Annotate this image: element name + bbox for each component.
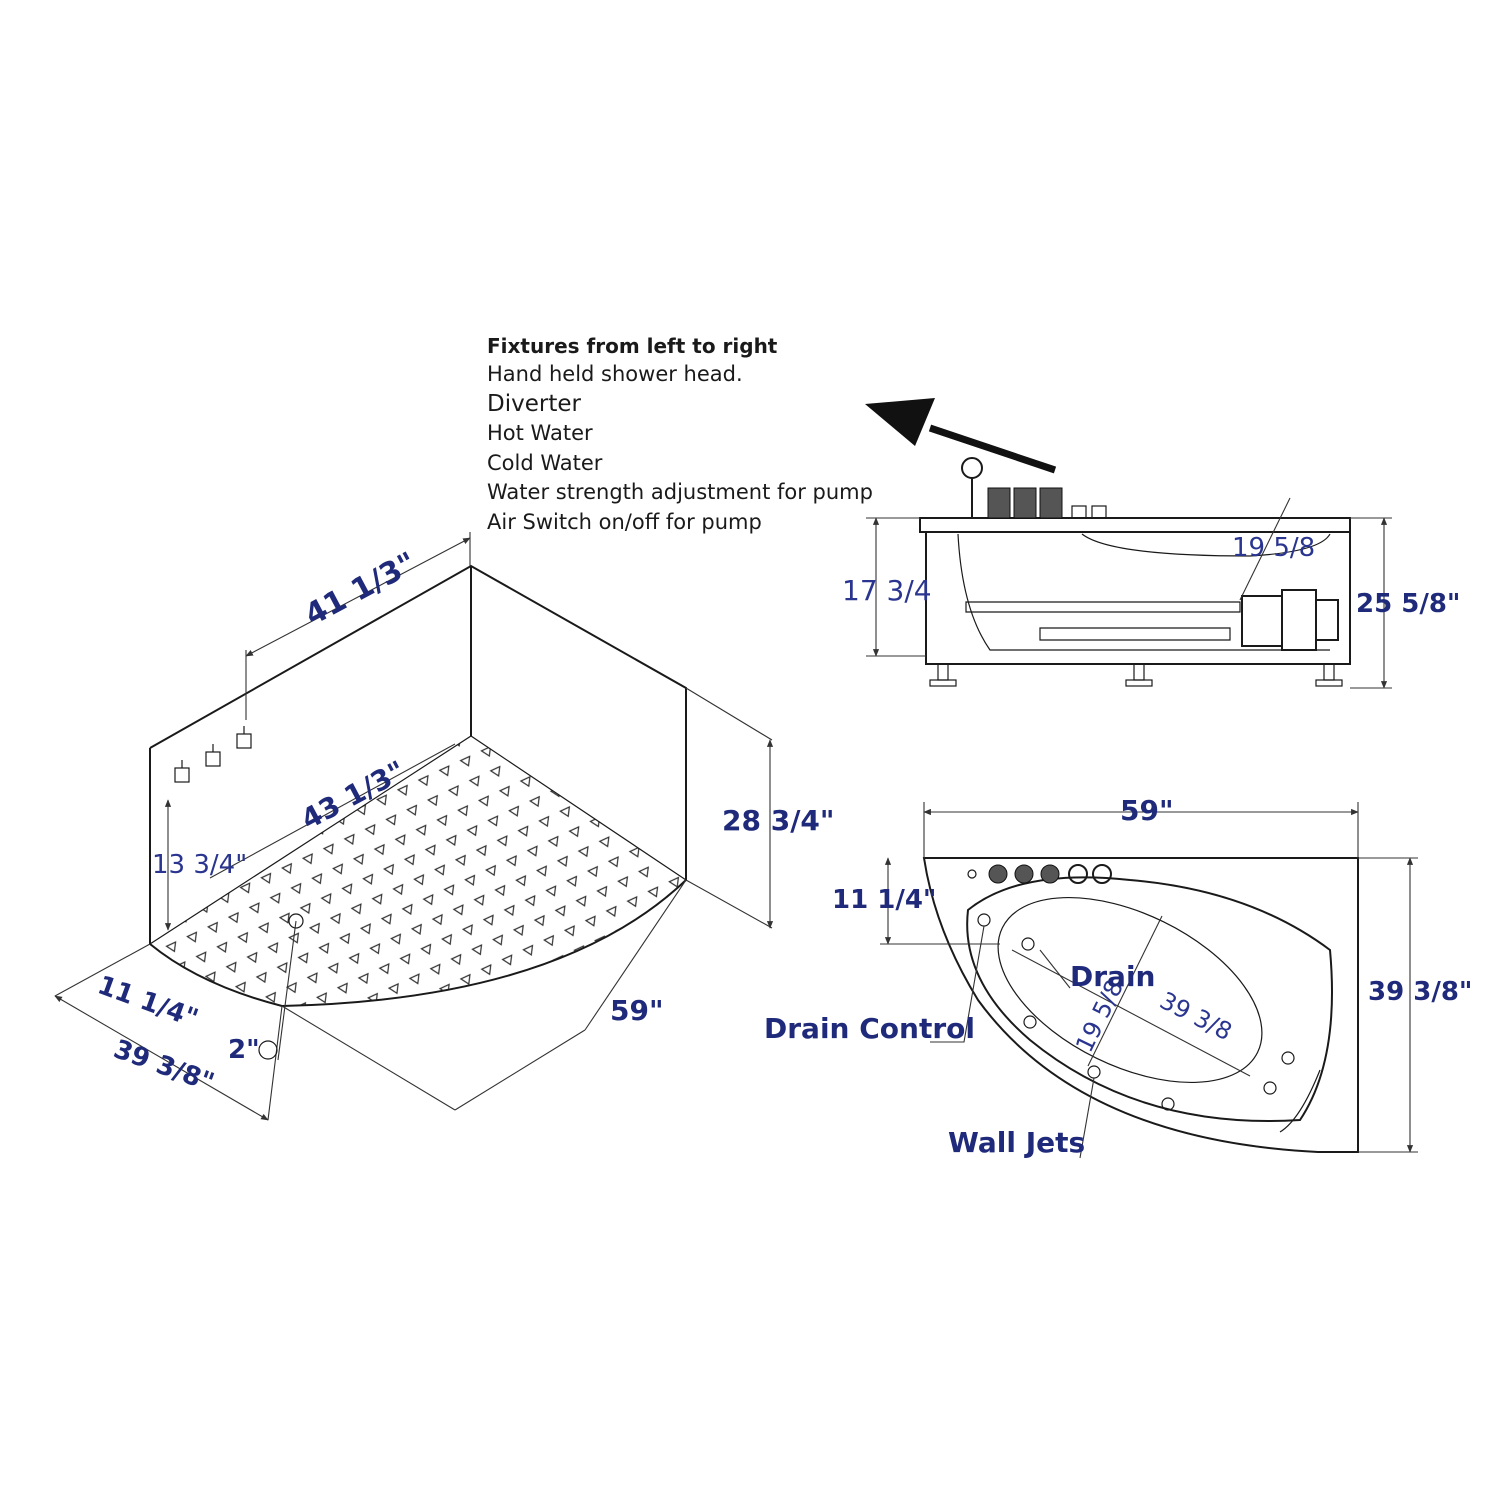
iso-dim-length: 59" (610, 994, 664, 1027)
iso-dim-line-length (454, 1029, 586, 1111)
iso-floor-edge (149, 879, 687, 1008)
top-basin-inner (997, 896, 1263, 1084)
fixtures-legend: Fixtures from left to right Hand held sh… (487, 332, 947, 537)
top-dim-width: 39 3/8" (1368, 977, 1472, 1007)
top-dim-length: 59" (1120, 794, 1174, 827)
fixture-item-cold-water: Cold Water (487, 450, 603, 475)
iso-floor-back-edge (149, 735, 687, 945)
fixtures-heading: Fixtures from left to right (487, 334, 778, 358)
iso-dim-drain: 2" (228, 1035, 260, 1065)
side-pump-body (1241, 595, 1283, 647)
top-dim-line-basin-width (1087, 915, 1163, 1067)
side-tub-feet (929, 663, 1343, 687)
top-label-drain-control: Drain Control (764, 1012, 975, 1045)
fixture-item-shower-head: Hand held shower head. (487, 362, 743, 386)
iso-dim-fixture-height: 13 3/4" (152, 850, 247, 880)
fixture-item-diverter: Diverter (487, 390, 581, 417)
side-dim-total-height: 25 5/8" (1356, 589, 1460, 619)
top-leader-drain-control (930, 925, 985, 1043)
fixture-item-hot-water: Hot Water (487, 421, 593, 445)
iso-dim-line-back (245, 537, 471, 657)
iso-view: 41 1/3" 43 1/3" 28 3/4" 13 3/4" 11 1/4" … (54, 532, 835, 1121)
side-dim-water-depth: 17 3/4 (842, 574, 932, 607)
top-tub-outline (922, 857, 1359, 1153)
top-dim-basin-length: 39 3/8 (1155, 986, 1236, 1046)
top-basin-outer (966, 876, 1333, 1122)
iso-dim-height: 28 3/4" (722, 804, 835, 837)
side-dim-line-inner (1239, 497, 1291, 601)
iso-dim-line-depth (54, 995, 269, 1121)
top-drain (1021, 937, 1035, 951)
iso-dim-side-inset: 11 1/4" (94, 970, 202, 1034)
direction-arrow-head (865, 398, 935, 446)
side-rim-fixtures (961, 457, 1107, 519)
iso-dim-back-width: 41 1/3" (299, 546, 422, 633)
top-wall-jets (1023, 1015, 1295, 1111)
top-leader-wall-jets (1079, 1077, 1095, 1159)
iso-fixture-icons (174, 726, 252, 783)
top-leader-drain (1039, 949, 1071, 989)
iso-dim-line-inner (209, 743, 456, 879)
top-armrest (1279, 1069, 1321, 1133)
top-view: 59" 39 3/8" 11 1/4" 39 3/8 19 5/8 Drain … (764, 794, 1472, 1159)
side-tub-rim (919, 517, 1351, 533)
top-dim-line-basin (1011, 949, 1251, 1077)
iso-floor (150, 736, 686, 1006)
fixture-item-air-switch: Air Switch on/off for pump (487, 509, 762, 534)
top-label-drain: Drain (1070, 960, 1155, 993)
fixture-item-water-strength: Water strength adjustment for pump (487, 480, 873, 504)
top-label-wall-jets: Wall Jets (948, 1126, 1085, 1159)
iso-back-wall (149, 564, 687, 944)
side-dim-inner-depth: 19 5/8 (1232, 533, 1315, 563)
iso-dim-line-drain (277, 920, 297, 1061)
direction-arrow (928, 424, 1057, 474)
iso-dim-depth: 39 3/8" (110, 1034, 218, 1098)
side-tub-inner (957, 533, 1330, 651)
top-drain-control (977, 913, 991, 927)
iso-drain (288, 913, 304, 929)
side-view: 17 3/4 19 5/8 25 5/8" (842, 398, 1460, 689)
top-dim-inset: 11 1/4" (832, 885, 936, 915)
top-fixture-row (967, 864, 1112, 884)
